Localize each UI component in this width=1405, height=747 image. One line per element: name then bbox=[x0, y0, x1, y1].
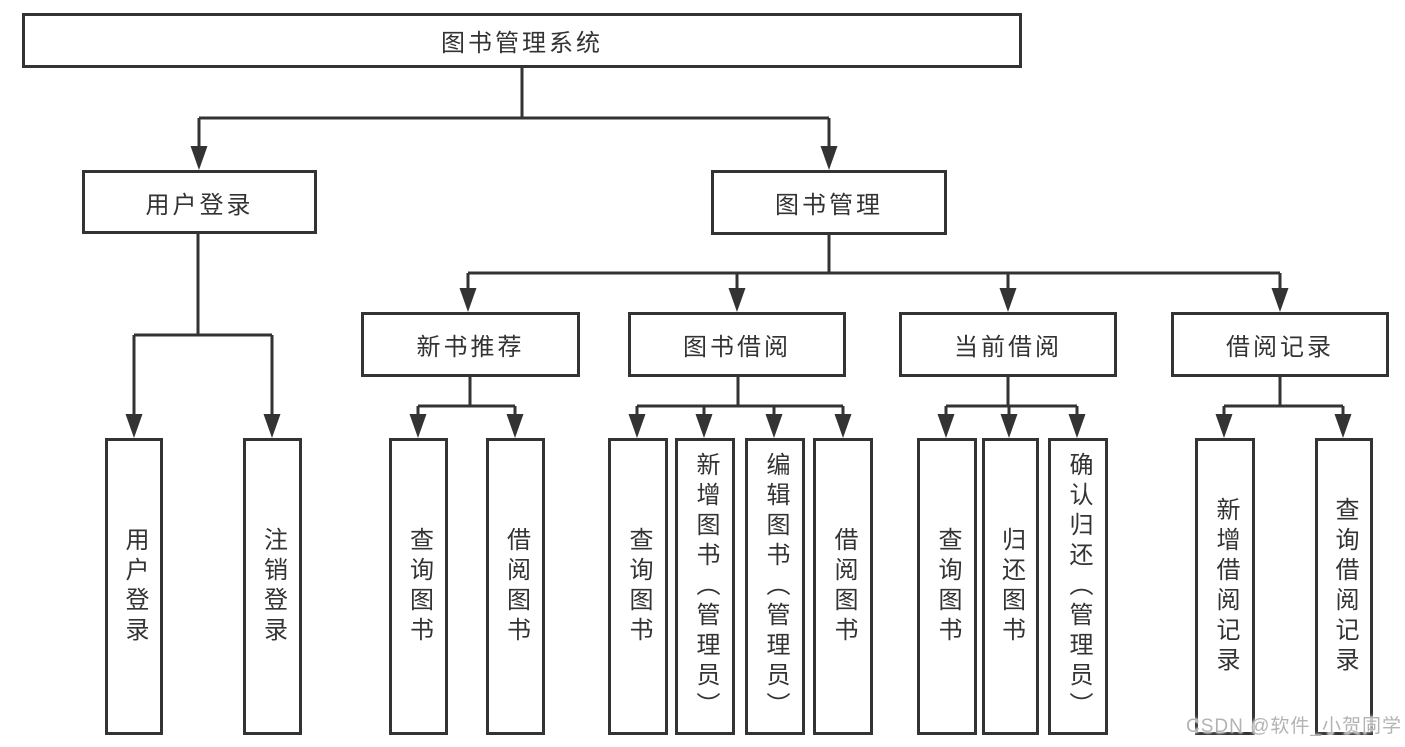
leaf-current-return-book-label: 归还图书 bbox=[997, 526, 1025, 647]
arrowhead bbox=[937, 414, 955, 438]
leaf-record-query: 查询借阅记录 bbox=[1315, 438, 1373, 735]
arrowhead bbox=[409, 414, 427, 438]
node-book-management: 图书管理 bbox=[711, 170, 947, 235]
arrowhead bbox=[1000, 414, 1018, 438]
leaf-borrow-add-book-admin-label: 新增图书（管理员） bbox=[692, 451, 719, 722]
arrowhead bbox=[820, 146, 838, 170]
leaf-user-login: 用户登录 bbox=[105, 438, 163, 735]
arrowhead bbox=[190, 146, 208, 170]
node-new-book-recommend-label: 新书推荐 bbox=[416, 334, 525, 361]
leaf-logout: 注销登录 bbox=[243, 438, 302, 735]
leaf-borrow-edit-book-admin-label: 编辑图书（管理员） bbox=[762, 451, 789, 722]
leaf-current-confirm-return-admin-label: 确认归还（管理员） bbox=[1065, 451, 1092, 722]
arrowhead bbox=[765, 414, 783, 438]
leaf-borrow-add-book-admin: 新增图书（管理员） bbox=[675, 438, 735, 735]
leaf-new-book-query: 查询图书 bbox=[389, 438, 448, 735]
leaf-new-book-borrow: 借阅图书 bbox=[486, 438, 545, 735]
leaf-borrow-query-book-label: 查询图书 bbox=[625, 526, 652, 647]
arrowhead bbox=[506, 414, 524, 438]
leaf-current-return-book: 归还图书 bbox=[982, 438, 1039, 735]
leaf-user-login-label: 用户登录 bbox=[121, 526, 148, 647]
arrowhead bbox=[459, 288, 477, 312]
leaf-borrow-borrow-book: 借阅图书 bbox=[813, 438, 873, 735]
arrowhead bbox=[1068, 414, 1086, 438]
node-root-label: 图书管理系统 bbox=[441, 30, 603, 57]
node-root: 图书管理系统 bbox=[22, 13, 1022, 68]
node-book-management-label: 图书管理 bbox=[775, 192, 883, 219]
node-book-borrow-label: 图书借阅 bbox=[683, 334, 791, 361]
node-current-borrow: 当前借阅 bbox=[899, 312, 1117, 377]
leaf-new-book-borrow-label: 借阅图书 bbox=[502, 526, 530, 647]
connector-new-book-to-leaves bbox=[416, 377, 517, 418]
node-user-login-label: 用户登录 bbox=[145, 191, 254, 219]
leaf-borrow-borrow-book-label: 借阅图书 bbox=[830, 526, 857, 647]
arrowhead bbox=[628, 414, 646, 438]
leaf-current-query-book-label: 查询图书 bbox=[934, 526, 961, 647]
arrowhead bbox=[1334, 414, 1352, 438]
connector-book-management-to-level3 bbox=[466, 235, 1282, 293]
leaf-record-add: 新增借阅记录 bbox=[1195, 438, 1255, 735]
leaf-current-confirm-return-admin: 确认归还（管理员） bbox=[1048, 438, 1108, 735]
node-book-borrow: 图书借阅 bbox=[628, 312, 846, 377]
arrowhead bbox=[728, 288, 746, 312]
arrowhead bbox=[1271, 288, 1289, 312]
csdn-watermark: CSDN @软件_小贺同学 bbox=[1186, 716, 1402, 737]
leaf-borrow-query-book: 查询图书 bbox=[608, 438, 668, 735]
arrowhead bbox=[834, 414, 852, 438]
leaf-borrow-edit-book-admin: 编辑图书（管理员） bbox=[745, 438, 805, 735]
arrowhead bbox=[125, 414, 143, 438]
leaf-record-query-label: 查询借阅记录 bbox=[1331, 496, 1358, 677]
connector-book-borrow-to-leaves bbox=[635, 377, 845, 418]
arrowhead bbox=[999, 288, 1017, 312]
leaf-logout-label: 注销登录 bbox=[259, 526, 287, 647]
node-new-book-recommend: 新书推荐 bbox=[361, 312, 580, 377]
arrowhead bbox=[1215, 414, 1233, 438]
arrowhead bbox=[695, 414, 713, 438]
leaf-new-book-query-label: 查询图书 bbox=[405, 526, 433, 647]
node-borrow-record: 借阅记录 bbox=[1171, 312, 1389, 377]
node-borrow-record-label: 借阅记录 bbox=[1226, 334, 1334, 361]
connector-current-borrow-to-leaves bbox=[944, 377, 1079, 418]
leaf-record-add-label: 新增借阅记录 bbox=[1212, 496, 1239, 677]
connector-user-login-to-leaves bbox=[132, 233, 274, 418]
connector-borrow-record-to-leaves bbox=[1222, 377, 1345, 418]
connector-root-to-level2 bbox=[197, 68, 831, 150]
node-current-borrow-label: 当前借阅 bbox=[954, 334, 1062, 361]
node-user-login: 用户登录 bbox=[82, 170, 317, 234]
leaf-current-query-book: 查询图书 bbox=[917, 438, 977, 735]
arrowhead bbox=[263, 414, 281, 438]
